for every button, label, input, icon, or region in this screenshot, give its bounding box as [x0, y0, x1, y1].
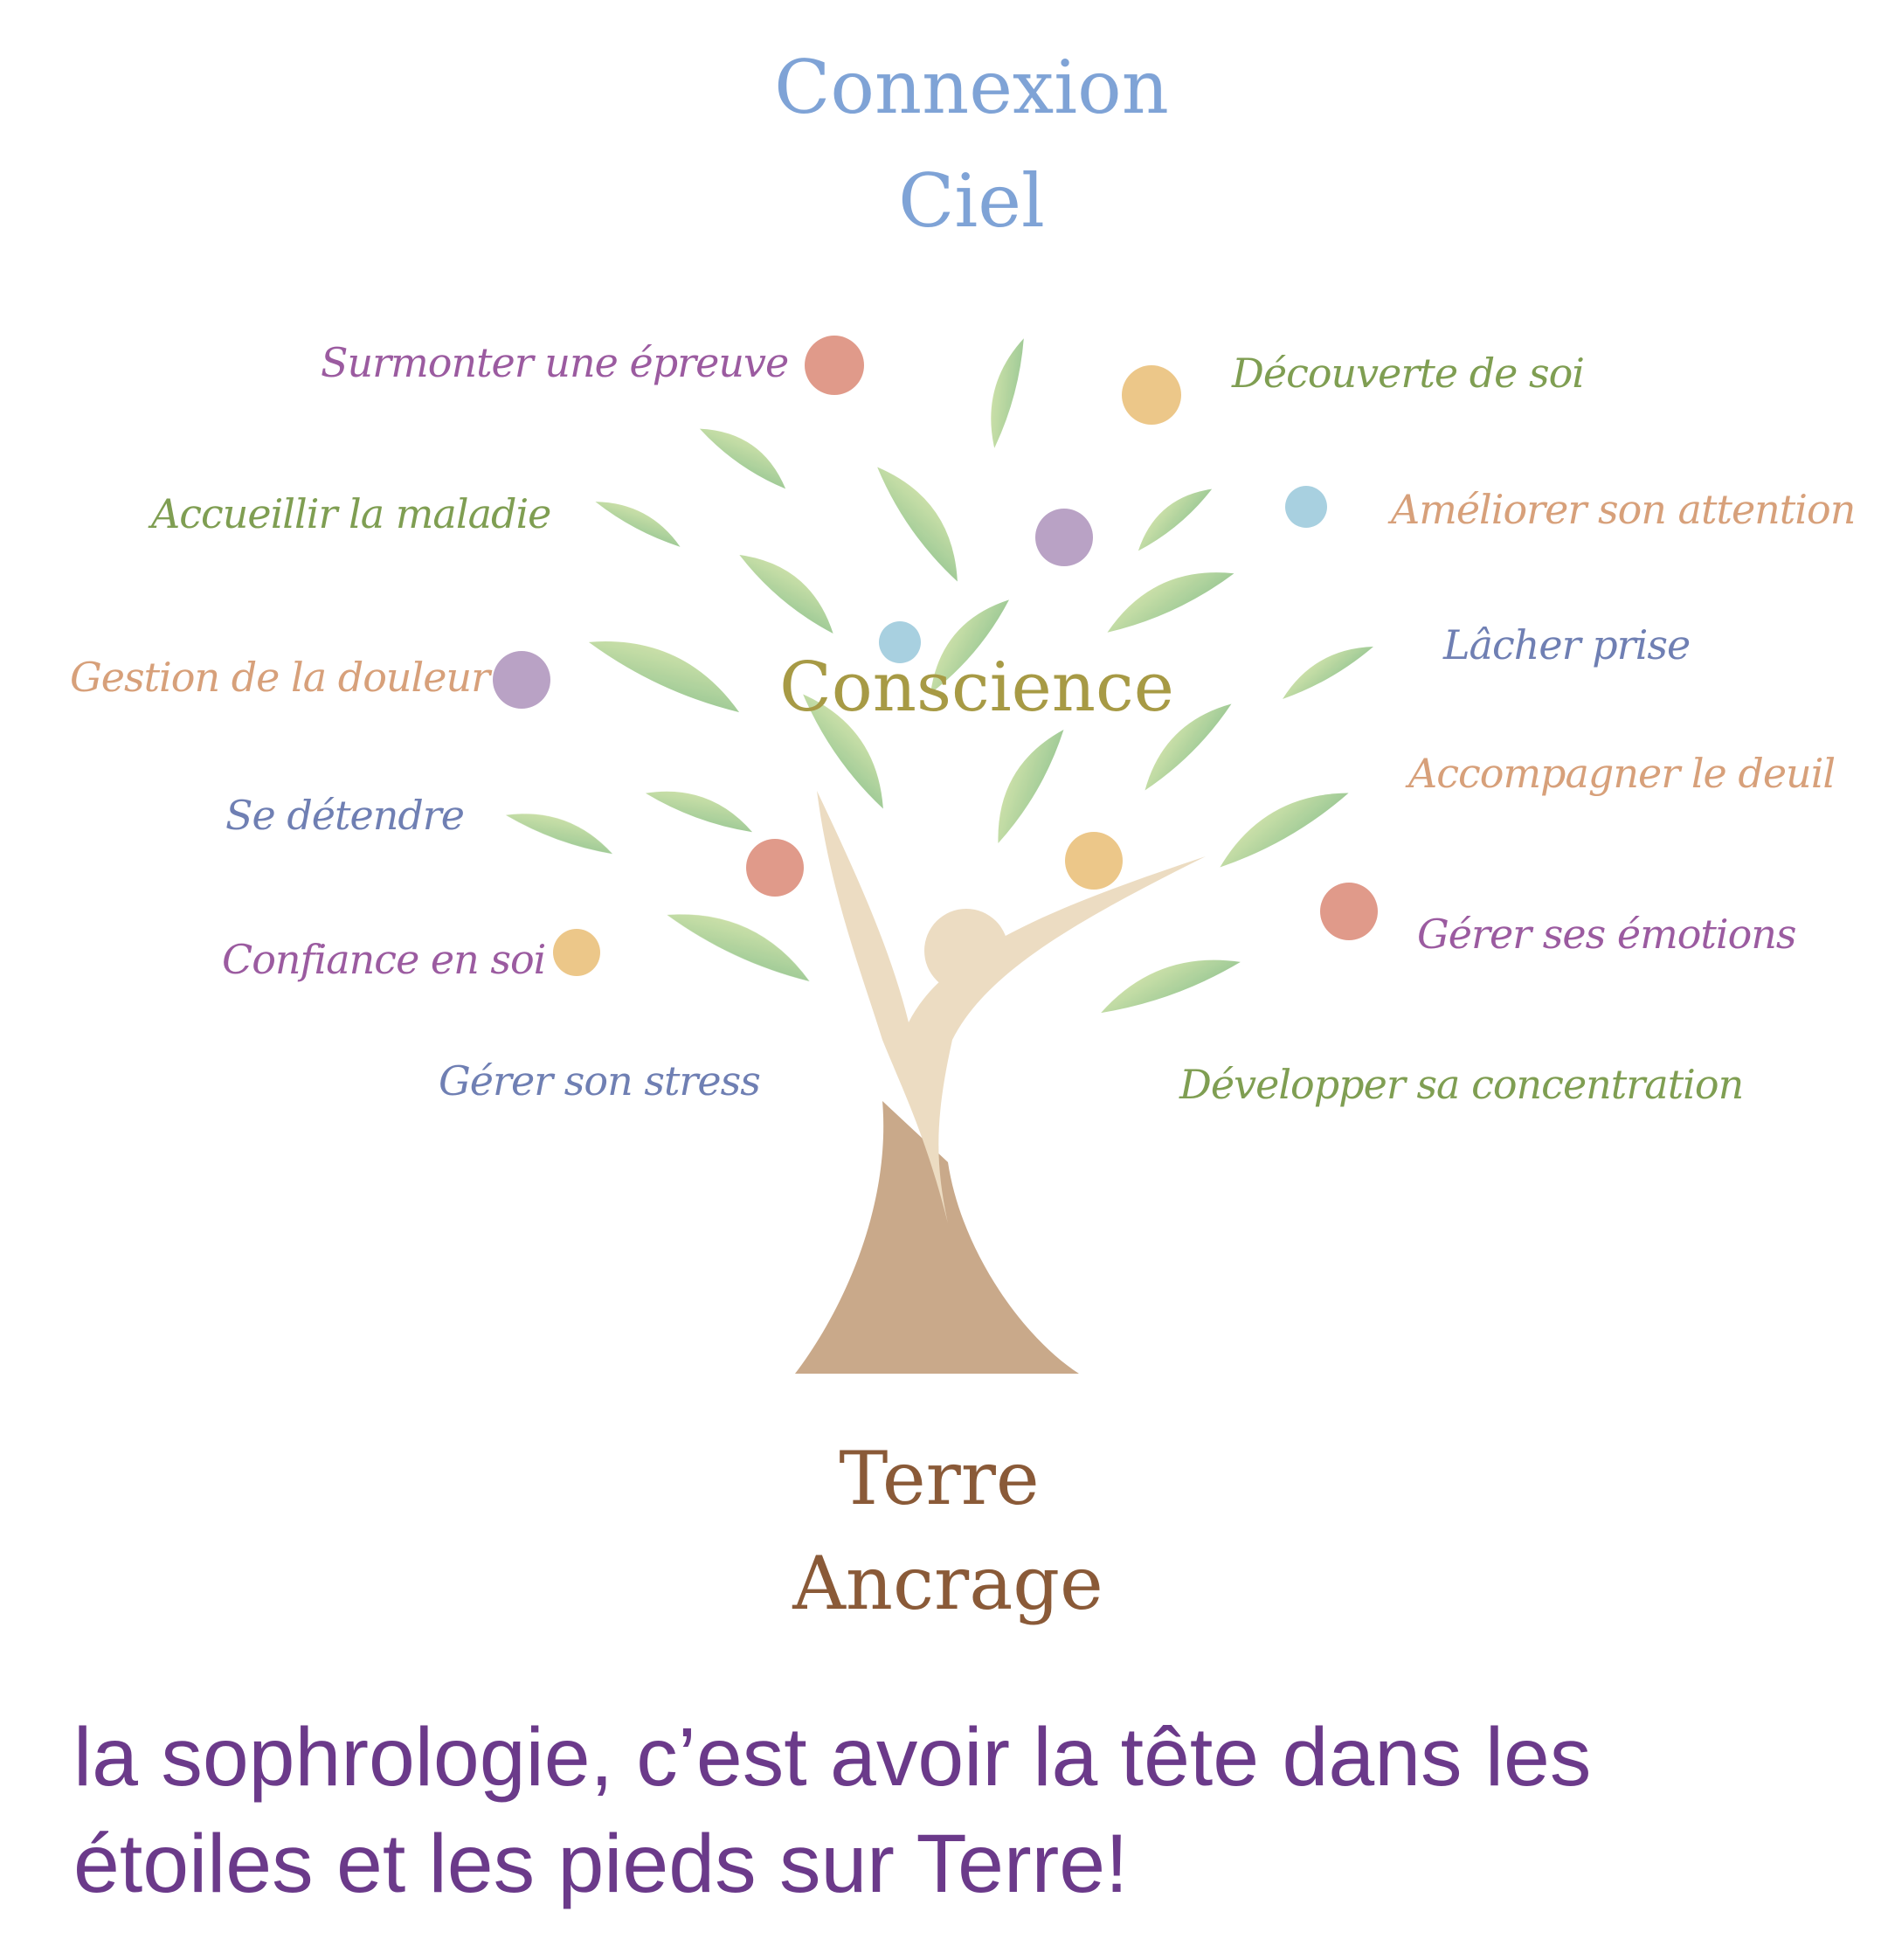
leaf-5 — [595, 502, 681, 547]
leaf-8 — [930, 599, 1009, 694]
leaf-3 — [991, 338, 1024, 448]
leaf-16 — [505, 814, 613, 855]
fruit-dot-6 — [879, 621, 921, 663]
benefit-gerer-ses-emotions: Gérer ses émotions — [1417, 911, 1797, 958]
benefit-gestion-de-la-douleur: Gestion de la douleur — [70, 654, 490, 701]
leaf-12 — [1145, 703, 1232, 791]
leaf-7 — [1107, 572, 1234, 633]
leaf-10 — [803, 694, 883, 809]
fruit-dot-8 — [1065, 832, 1123, 890]
benefit-confiance-en-soi: Confiance en soi — [222, 936, 546, 983]
caption: la sophrologie, c’est avoir la tête dans… — [73, 1704, 1591, 1917]
leaf-15 — [645, 791, 753, 833]
benefit-developper-sa-concentration: Développer sa concentration — [1179, 1061, 1744, 1108]
fruit-dot-3 — [1035, 509, 1093, 566]
leaf-17 — [667, 914, 810, 982]
benefit-surmonter-une-epreuve: Surmonter une épreuve — [321, 339, 789, 386]
leaf-1 — [699, 428, 786, 489]
caption-line-2: étoiles et les pieds sur Terre! — [73, 1818, 1129, 1910]
fruit-dot-10 — [553, 929, 600, 976]
leaves — [505, 338, 1373, 1014]
fruits — [493, 336, 1378, 976]
fruit-dot-7 — [746, 839, 804, 897]
leaf-2 — [877, 467, 958, 582]
header-connexion: Connexion — [774, 45, 1169, 130]
benefit-decouverte-de-soi: Découverte de soi — [1232, 350, 1585, 397]
person-head — [924, 909, 1008, 993]
benefit-gerer-son-stress: Gérer son stress — [439, 1057, 761, 1105]
leaf-13 — [1283, 647, 1373, 699]
fruit-dot-1 — [805, 336, 864, 395]
tree-trunk — [795, 1101, 1079, 1374]
fruit-dot-4 — [1285, 486, 1327, 528]
footer-terre: Terre — [839, 1436, 1040, 1521]
caption-line-1: la sophrologie, c’est avoir la tête dans… — [73, 1711, 1592, 1804]
center-label-conscience: Conscience — [779, 648, 1174, 727]
fruit-dot-9 — [1320, 883, 1378, 940]
footer-ancrage: Ancrage — [792, 1541, 1103, 1626]
header-ciel: Ciel — [898, 158, 1045, 244]
benefit-accompagner-le-deuil: Accompagner le deuil — [1408, 750, 1836, 797]
leaf-18 — [1101, 959, 1241, 1014]
person-figure — [817, 791, 1206, 1223]
leaf-6 — [739, 555, 833, 634]
benefit-lacher-prise: Lâcher prise — [1443, 621, 1691, 668]
leaf-11 — [998, 730, 1064, 843]
fruit-dot-2 — [1122, 365, 1181, 425]
benefit-se-detendre: Se détendre — [225, 792, 465, 839]
leaf-4 — [1138, 488, 1213, 551]
leaf-9 — [588, 641, 740, 713]
leaf-14 — [1220, 793, 1349, 868]
benefit-ameliorer-son-attention: Améliorer son attention — [1391, 486, 1856, 533]
benefit-accueillir-la-maladie: Accueillir la maladie — [151, 490, 551, 537]
fruit-dot-5 — [493, 651, 550, 709]
